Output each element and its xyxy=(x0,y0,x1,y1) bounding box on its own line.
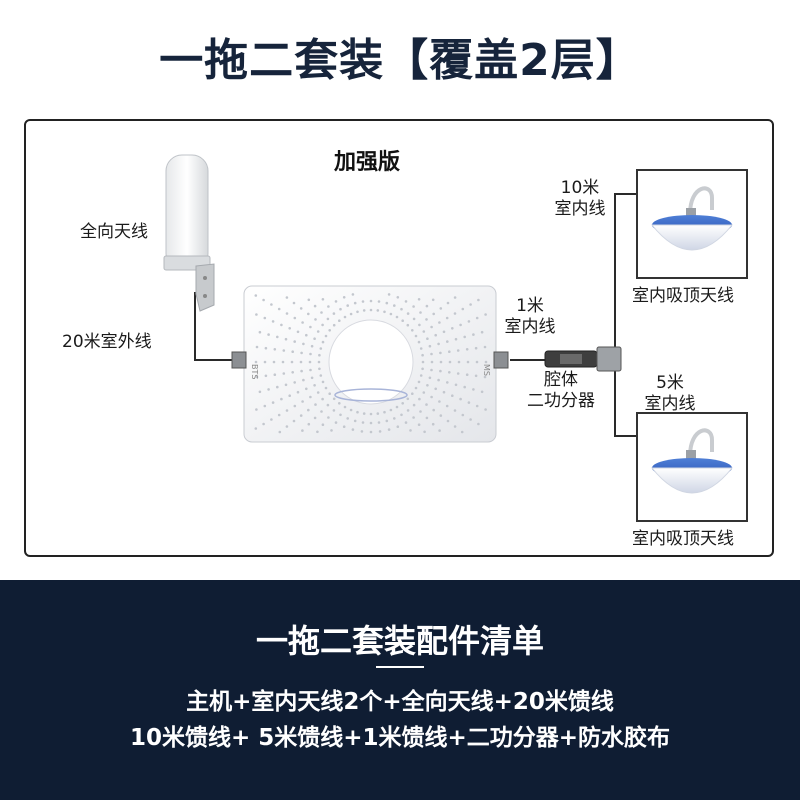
cable-10m-label: 10米 室内线 xyxy=(546,178,614,221)
cable-1m-label: 1米 室内线 xyxy=(500,296,560,339)
diagram-frame xyxy=(24,119,774,557)
parts-list-line-2: 10米馈线+ 5米馈线+1米馈线+二功分器+防水胶布 xyxy=(129,725,671,751)
cable-1m-type: 室内线 xyxy=(504,317,556,338)
ceiling-antenna-top-label: 室内吸顶天线 xyxy=(632,286,734,306)
cable-1m-length: 1米 xyxy=(516,296,544,316)
cable-5m-length: 5米 xyxy=(656,373,684,393)
splitter-label: 腔体 二功分器 xyxy=(518,370,604,413)
repeater-unit xyxy=(231,285,509,443)
splitter-bottom-cable xyxy=(614,362,637,437)
parts-list-divider xyxy=(376,666,424,668)
page-title: 一拖二套装【覆盖2层】 xyxy=(159,35,641,86)
cavity-splitter xyxy=(544,346,622,372)
version-label: 加强版 xyxy=(334,150,401,175)
repeater-vent-dots xyxy=(254,293,488,434)
parts-list-title: 一拖二套装配件清单 xyxy=(255,622,544,660)
ceiling-antenna-bottom xyxy=(636,412,748,522)
omni-antenna xyxy=(163,154,215,312)
outdoor-cable-line xyxy=(194,292,232,361)
cable-5m-type: 室内线 xyxy=(644,394,696,415)
omni-antenna-label: 全向天线 xyxy=(80,222,148,242)
cable-lines xyxy=(194,193,637,437)
parts-list-panel: 一拖二套装配件清单 主机+室内天线2个+全向天线+20米馈线 10米馈线+ 5米… xyxy=(0,580,800,800)
repeater-port-left: BTS xyxy=(250,364,259,379)
cable-10m-type: 室内线 xyxy=(554,199,606,220)
splitter-top-cable xyxy=(614,193,637,352)
parts-list-line-1: 主机+室内天线2个+全向天线+20米馈线 xyxy=(186,689,614,715)
cable-5m-label: 5米 室内线 xyxy=(638,373,702,416)
ceiling-antenna-top xyxy=(636,169,748,279)
connection-diagram: BTS MS xyxy=(163,154,748,522)
outdoor-cable-label: 20米室外线 xyxy=(62,332,152,352)
cable-10m-length: 10米 xyxy=(560,178,600,198)
splitter-type: 腔体 xyxy=(544,370,578,390)
repeater-port-right: MS xyxy=(482,364,491,376)
splitter-name: 二功分器 xyxy=(527,391,595,412)
ceiling-antenna-bottom-label: 室内吸顶天线 xyxy=(632,529,734,549)
